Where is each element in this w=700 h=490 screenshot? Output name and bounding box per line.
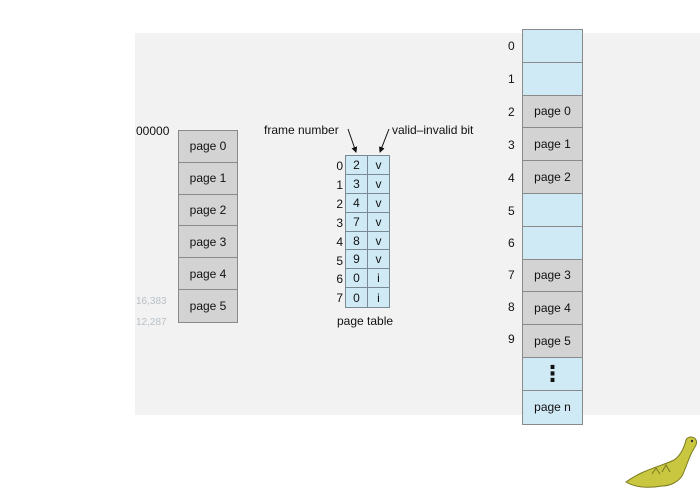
- valid-bit-cell: v: [375, 157, 382, 172]
- valid-bit-cell: v: [375, 252, 382, 267]
- frame-number-cell: 0: [346, 269, 368, 288]
- ellipsis-frame: ⋮: [523, 357, 582, 391]
- physical-frame: [523, 62, 582, 96]
- frame-number-cell: 2: [346, 156, 368, 174]
- frame-index: 2: [508, 105, 515, 119]
- frame-number-cell: 0: [346, 288, 368, 308]
- logical-page: page 2: [179, 194, 237, 227]
- page-table-index: 0: [336, 159, 343, 173]
- frame-number-cell: 7: [346, 212, 368, 231]
- physical-frame: page 0: [523, 95, 582, 129]
- physical-frame: page 3: [523, 259, 582, 293]
- valid-bit-cell: v: [375, 233, 382, 248]
- page-table-index: 1: [336, 178, 343, 192]
- physical-frame-last: page n: [523, 390, 582, 424]
- frame-index: 9: [508, 332, 515, 346]
- frame-index: 7: [508, 268, 515, 282]
- physical-frame: page 4: [523, 292, 582, 326]
- frame-number-cell: 9: [346, 250, 368, 269]
- faded-address: 12,287: [136, 317, 167, 328]
- dinosaur-icon: [625, 436, 697, 488]
- valid-bit-arrow: [379, 128, 390, 153]
- frame-number-cell: 3: [346, 174, 368, 193]
- valid-bit-cell: v: [375, 176, 382, 191]
- physical-frame: page 5: [523, 325, 582, 358]
- frame-index: 5: [508, 204, 515, 218]
- frame-number-cell: 4: [346, 193, 368, 212]
- valid-invalid-label: valid–invalid bit: [392, 123, 474, 137]
- frame-index: 3: [508, 138, 515, 152]
- frame-number-label: frame number: [264, 123, 339, 137]
- physical-frame: page 1: [523, 128, 582, 162]
- page-table-caption: page table: [337, 314, 394, 328]
- page-table-index: 2: [336, 197, 343, 211]
- physical-frame: page 2: [523, 161, 582, 194]
- physical-memory: page 0 page 1 page 2 page 3 page 4 page …: [522, 29, 583, 425]
- page-table-index: 7: [336, 291, 343, 305]
- valid-bit-cell: i: [377, 271, 380, 286]
- frame-number-arrow: [347, 128, 358, 153]
- frame-index: 4: [508, 171, 515, 185]
- logical-page: page 4: [179, 258, 237, 290]
- logical-page: page 3: [179, 226, 237, 259]
- page-table-index: 6: [336, 272, 343, 286]
- page-table-index: 3: [336, 216, 343, 230]
- physical-frame: [523, 226, 582, 260]
- frame-index: 6: [508, 236, 515, 250]
- valid-bit-cell: v: [375, 195, 382, 210]
- valid-bit-cell: i: [377, 290, 380, 305]
- valid-bit-cell: v: [375, 214, 382, 229]
- faded-address: 16,383: [136, 296, 167, 307]
- logical-page: page 0: [179, 131, 237, 163]
- logical-start-address: 00000: [136, 124, 170, 138]
- page-table-index: 4: [336, 235, 343, 249]
- frame-index: 1: [508, 72, 515, 86]
- frame-index: 8: [508, 300, 515, 314]
- logical-memory: page 0 page 1 page 2 page 3 page 4 page …: [178, 130, 238, 323]
- logical-page: page 5: [179, 289, 237, 322]
- physical-frame: [523, 30, 582, 63]
- page-table-index: 5: [336, 254, 343, 268]
- logical-page: page 1: [179, 162, 237, 195]
- frame-index: 0: [508, 39, 515, 53]
- frame-number-cell: 8: [346, 231, 368, 250]
- physical-frame: [523, 193, 582, 227]
